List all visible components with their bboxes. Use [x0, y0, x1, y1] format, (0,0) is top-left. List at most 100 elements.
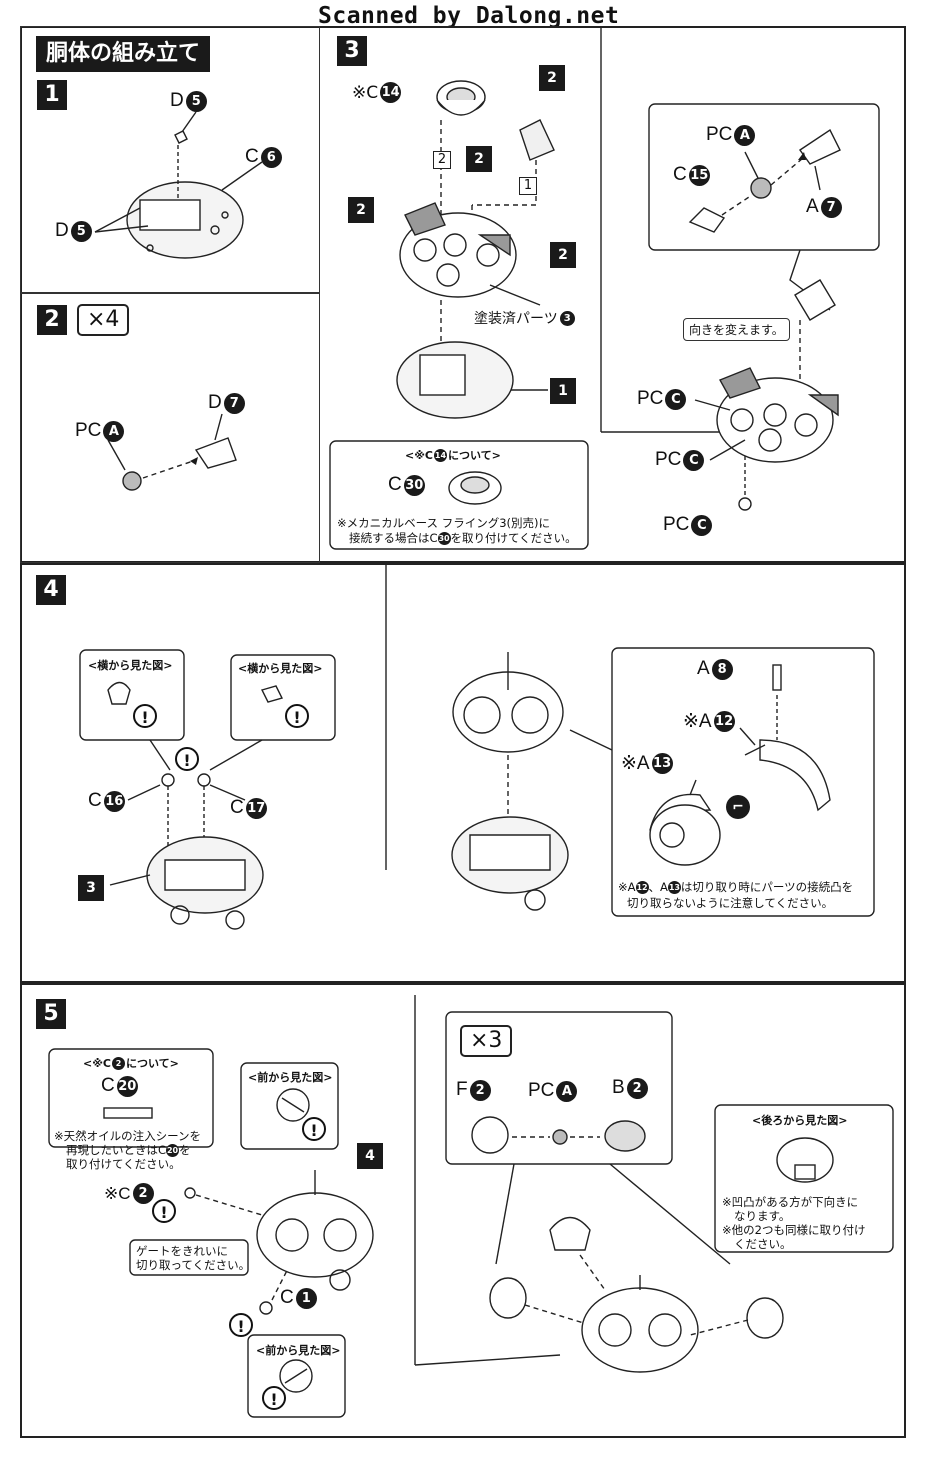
part-letter-icon: A	[103, 420, 125, 442]
step-5-number: 5	[36, 999, 66, 1029]
step-1-number: 1	[37, 80, 67, 110]
sequence-number: 2	[433, 151, 451, 169]
subassembly-tag-2: 2	[550, 242, 576, 268]
part-number-icon: 20	[166, 1144, 180, 1157]
side-view-caption-2: <横から見た図>	[238, 662, 323, 675]
panel-step-2-border	[20, 292, 320, 563]
subassembly-tag-2: 2	[466, 146, 492, 172]
scan-credit: Scanned by Dalong.net	[318, 3, 620, 29]
a12-a13-note-line-2: 切り取らないように注意してください。	[627, 896, 834, 910]
part-number-icon: 1	[295, 1287, 317, 1309]
part-number-icon: 12	[713, 711, 735, 732]
part-number-icon: 7	[820, 196, 842, 218]
gate-note-line-1: ゲートをきれいに	[136, 1244, 228, 1258]
part-number-icon: 6	[260, 146, 282, 168]
back-note-line-1: ※凹凸がある方が下向きに	[722, 1195, 859, 1209]
part-number-icon: 16	[103, 790, 125, 812]
part-number-icon: 2	[132, 1183, 154, 1204]
section-title: 胴体の組み立て	[36, 36, 211, 72]
panel-step-1-border	[20, 26, 320, 294]
back-note-line-3: ※他の2つも同様に取り付け	[722, 1223, 866, 1237]
caution-icon: !	[262, 1386, 286, 1410]
front-view-caption-1: <前から見た図>	[248, 1071, 333, 1084]
side-view-caption-1: <横から見た図>	[88, 659, 173, 672]
front-view-caption-2: <前から見た図>	[256, 1344, 341, 1357]
part-number-icon: 30	[437, 532, 451, 545]
caution-icon: !	[133, 704, 157, 728]
part-number-icon: 13	[667, 881, 681, 894]
caution-icon: !	[285, 704, 309, 728]
part-number-icon: 8	[711, 658, 733, 680]
panel-steps-1-3	[20, 26, 906, 563]
part-number-icon: 7	[223, 392, 245, 414]
part-number-icon: 30	[403, 474, 425, 496]
panel-step-4	[20, 563, 906, 983]
part-number-icon: 13	[651, 753, 673, 774]
step-4-number: 4	[36, 575, 66, 605]
step-2-number: 2	[37, 305, 67, 335]
part-letter-icon: C	[683, 449, 705, 471]
subassembly-tag-4: 4	[357, 1143, 383, 1169]
subassembly-tag-2: 2	[539, 65, 565, 91]
caution-icon: !	[302, 1117, 326, 1141]
part-number-icon: 14	[380, 82, 402, 103]
turn-direction-note: 向きを変えます。	[683, 318, 790, 341]
gate-note-line-2: 切り取ってください。	[136, 1258, 251, 1272]
panel-step-5	[20, 983, 906, 1438]
subassembly-tag-3: 3	[78, 875, 104, 901]
part-number-icon: 14	[433, 448, 447, 462]
part-number-icon: 5	[70, 220, 92, 242]
c14-note-line-1: ※メカニカルベース フライング3(別売)に	[337, 516, 551, 530]
back-note-line-4: ください。	[734, 1237, 792, 1251]
part-number-icon: 20	[116, 1075, 138, 1097]
cut-icon: ⌐	[726, 795, 750, 819]
caution-icon: !	[152, 1199, 176, 1223]
caution-icon: !	[229, 1313, 253, 1337]
part-number-icon: 2	[469, 1079, 491, 1101]
part-number-icon: 2	[111, 1056, 125, 1070]
c2-note-line-1: ※天然オイルの注入シーンを	[54, 1129, 202, 1143]
part-letter-icon: C	[691, 514, 713, 536]
step-2-multiplier: ×4	[77, 304, 130, 336]
caution-icon: !	[175, 747, 199, 771]
part-letter-icon: C	[665, 388, 687, 410]
step-3-number: 3	[337, 36, 367, 66]
subassembly-tag-1: 1	[550, 378, 576, 404]
part-number-icon: 5	[185, 90, 207, 112]
part-letter-icon: A	[734, 124, 756, 146]
part-number-icon: 12	[635, 881, 649, 894]
back-note-line-2: なります。	[734, 1209, 791, 1223]
part-number-icon: 17	[245, 797, 267, 819]
